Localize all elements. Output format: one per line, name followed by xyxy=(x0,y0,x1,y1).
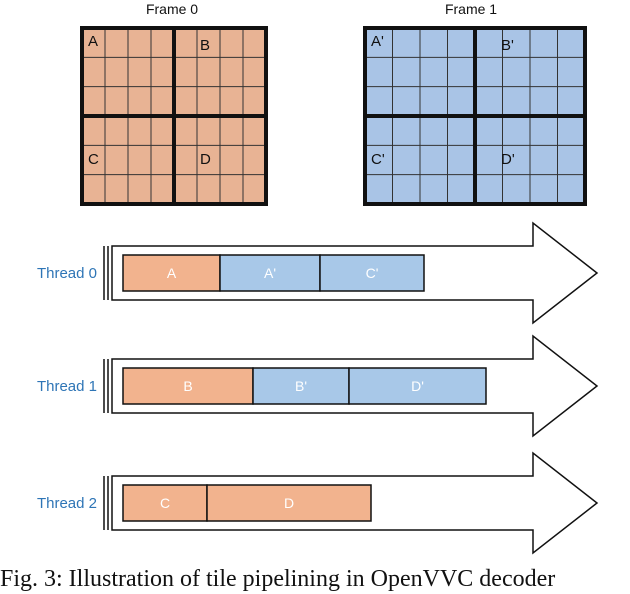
thread-label: Thread 0 xyxy=(37,265,97,282)
tile-label: B' xyxy=(501,37,514,54)
thread-label: Thread 1 xyxy=(37,378,97,395)
task-block-label: D' xyxy=(411,378,424,394)
frame-title: Frame 0 xyxy=(146,1,198,17)
thread-label: Thread 2 xyxy=(37,495,97,512)
task-block-label: A' xyxy=(264,265,276,281)
thread-row-0: Thread 0 A A' C' xyxy=(37,221,599,325)
task-block xyxy=(252,367,350,405)
tile-label: A xyxy=(88,33,98,50)
frame-title: Frame 1 xyxy=(445,1,497,17)
task-block-label: B' xyxy=(295,378,307,394)
frame-border xyxy=(80,26,268,206)
task-block xyxy=(319,254,425,292)
task-block-label: C xyxy=(160,495,170,511)
task-block xyxy=(219,254,321,292)
task-block-label: C' xyxy=(366,265,379,281)
task-block xyxy=(206,484,372,522)
frame-1: Frame 1 A' B' C' D' xyxy=(363,1,587,206)
tile-label: B xyxy=(200,37,210,54)
tile-label: D xyxy=(200,151,211,168)
tile-label: A' xyxy=(371,33,384,50)
task-block xyxy=(348,367,487,405)
tile-label: D' xyxy=(501,151,515,168)
tile-label: C xyxy=(88,151,99,168)
thread-row-2: Thread 2 C D xyxy=(37,451,599,555)
thread-row-1: Thread 1 B B' D' xyxy=(37,334,599,438)
figure-caption: Fig. 3: Illustration of tile pipelining … xyxy=(0,566,556,592)
task-block-label: D xyxy=(284,495,294,511)
frame-border xyxy=(363,26,587,206)
tile-label: C' xyxy=(371,151,385,168)
task-block-label: B xyxy=(183,378,192,394)
frame-0: Frame 0 A B C D xyxy=(80,1,268,206)
task-block xyxy=(122,484,208,522)
task-block-label: A xyxy=(167,265,177,281)
task-block xyxy=(122,367,254,405)
